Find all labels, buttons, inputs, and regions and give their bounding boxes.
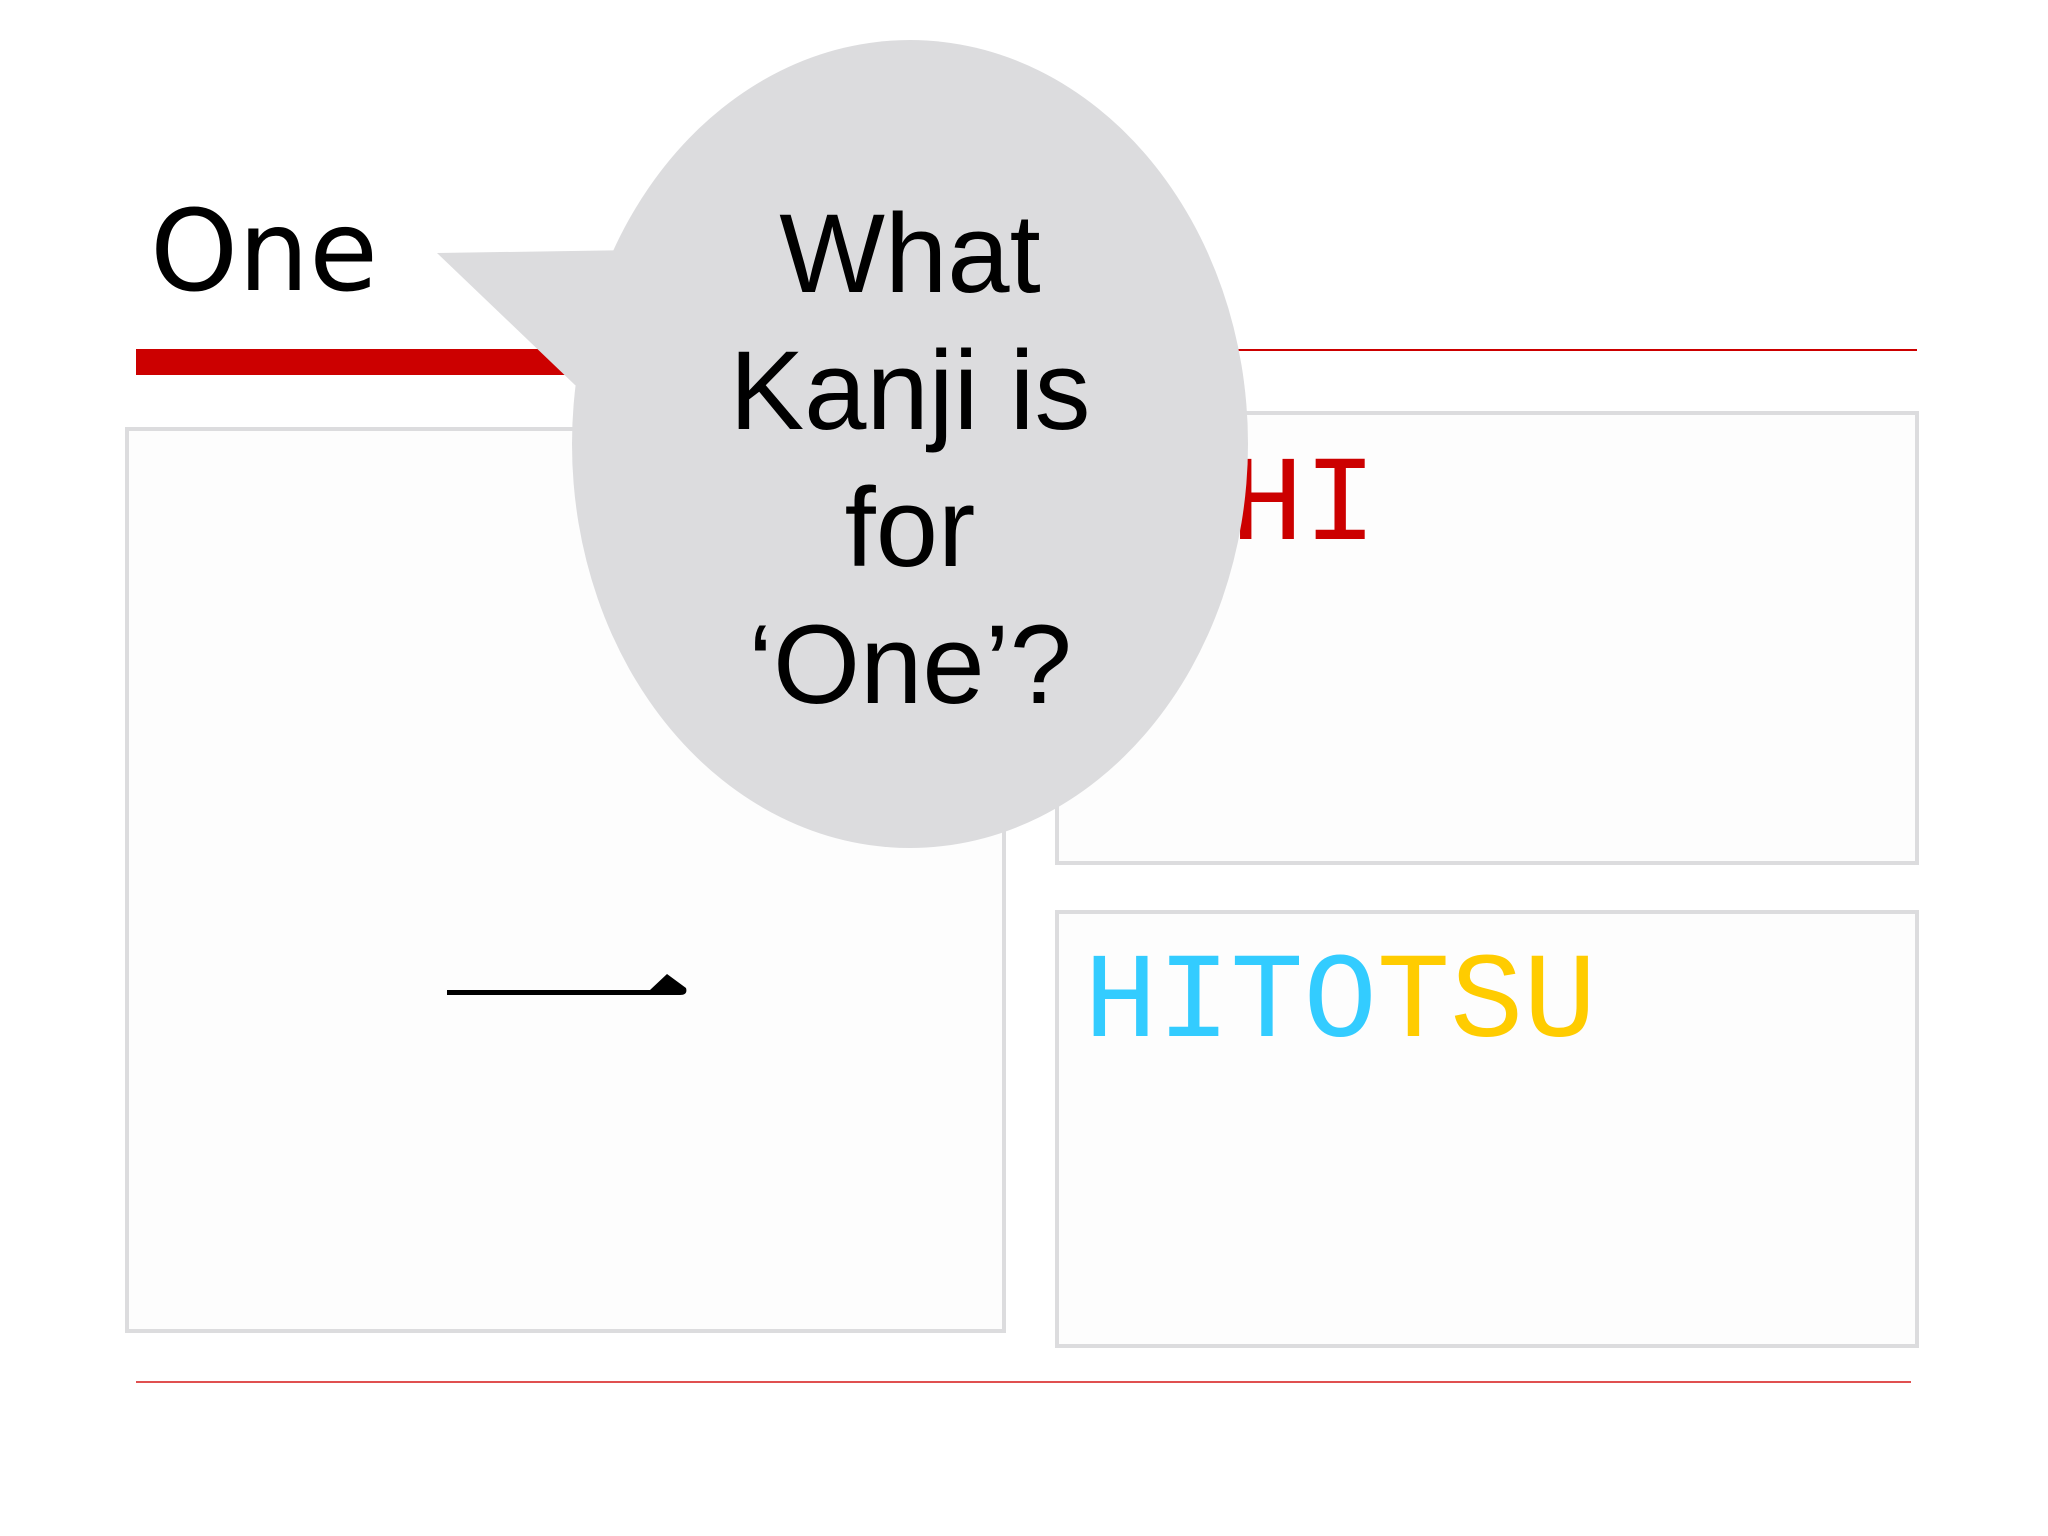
slide-title: One xyxy=(150,187,379,317)
kun-reading-part2: TSU xyxy=(1376,934,1597,1073)
kanji-ichi-stroke xyxy=(447,974,687,995)
bubble-line: Kanji is xyxy=(729,328,1091,453)
bubble-line: What xyxy=(779,191,1041,316)
top-divider-line xyxy=(1000,349,1917,351)
speech-bubble-text: What Kanji is for ‘One’? xyxy=(610,185,1210,733)
bubble-line: ‘One’? xyxy=(748,602,1072,727)
kun-reading-panel xyxy=(1055,910,1919,1348)
bottom-divider-line xyxy=(136,1381,1911,1383)
bubble-line: for xyxy=(844,465,976,590)
kanji-character: 一 xyxy=(440,960,690,1010)
kun-reading-text: HITOTSU xyxy=(1084,943,1597,1065)
kun-reading-part1: HITO xyxy=(1084,934,1377,1073)
